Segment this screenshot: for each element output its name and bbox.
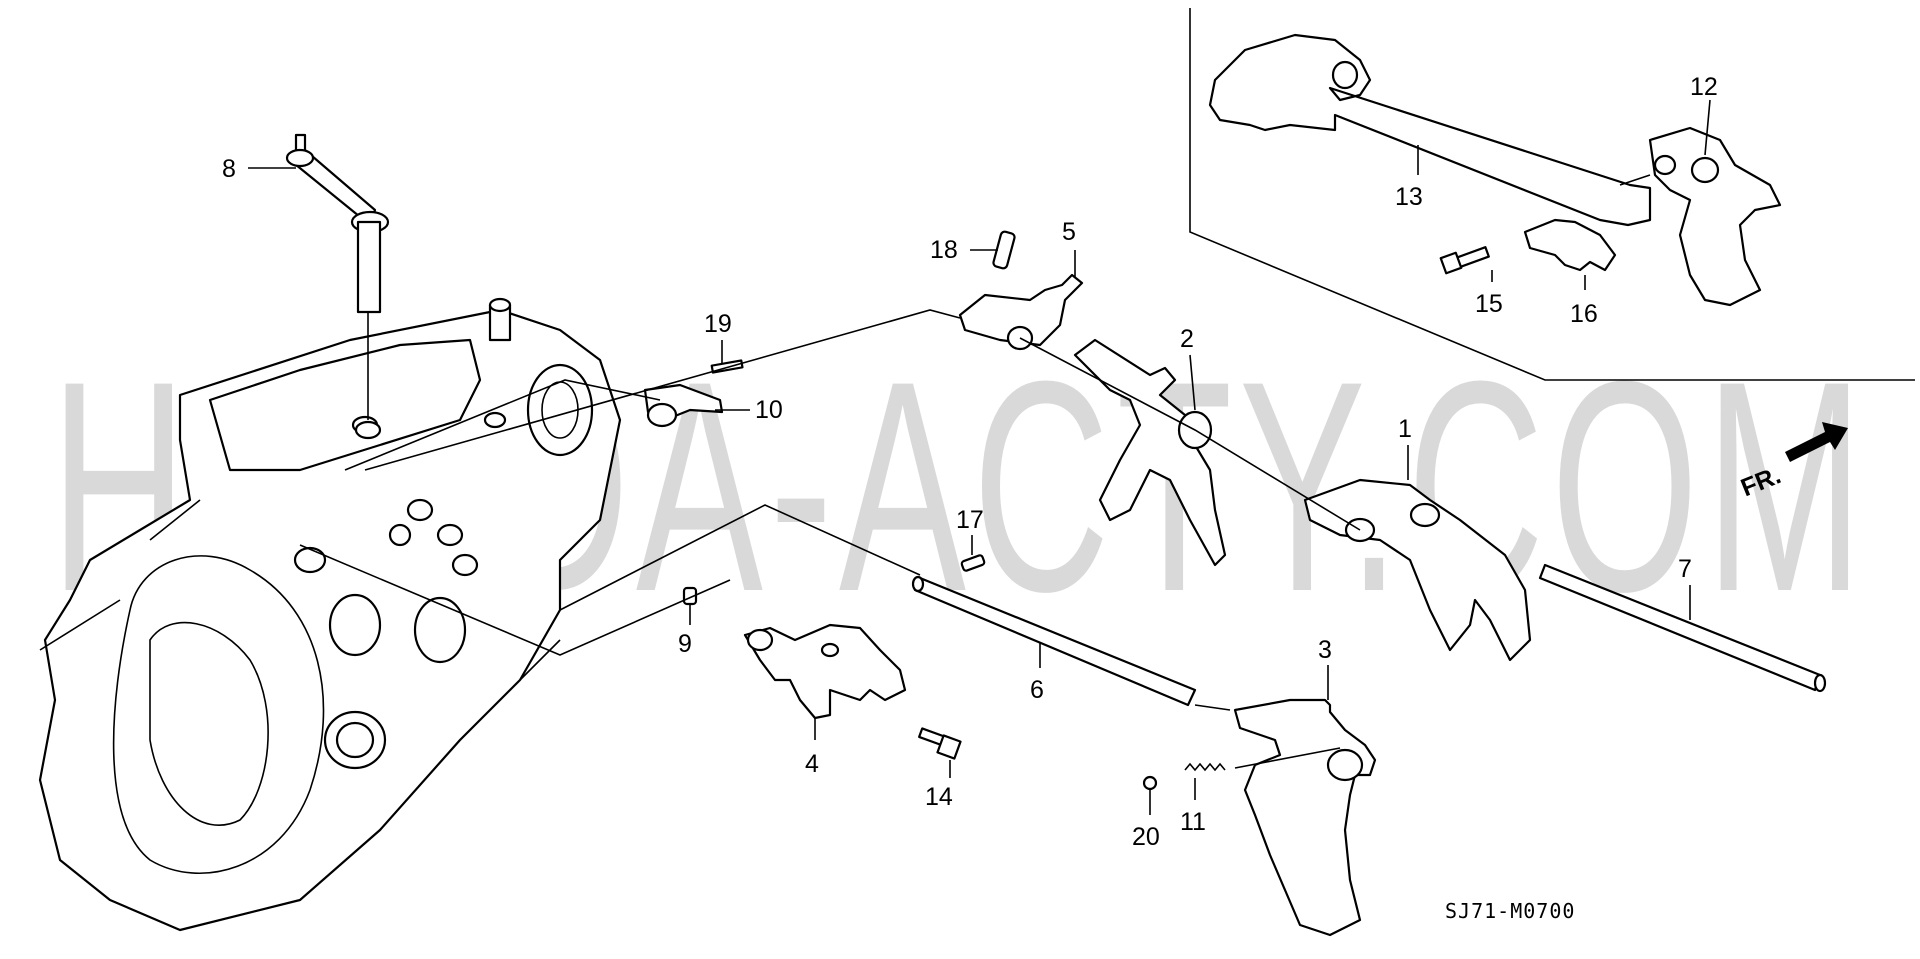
part-6-shift-shaft[interactable] — [911, 575, 1197, 707]
callout-14: 14 — [925, 760, 953, 811]
svg-text:3: 3 — [1318, 636, 1332, 664]
callout-8: 8 — [222, 155, 296, 183]
callout-2: 2 — [1180, 325, 1196, 411]
part-7-shift-shaft[interactable] — [1538, 563, 1827, 693]
callout-10: 10 — [715, 396, 783, 424]
callout-5: 5 — [1062, 218, 1076, 278]
part-20-ball[interactable] — [1142, 775, 1158, 791]
callout-13: 13 — [1395, 145, 1423, 211]
svg-text:19: 19 — [704, 310, 732, 338]
svg-text:11: 11 — [1180, 808, 1206, 836]
svg-text:16: 16 — [1570, 300, 1598, 328]
callout-6: 6 — [1030, 642, 1044, 704]
svg-text:9: 9 — [678, 630, 692, 658]
svg-text:17: 17 — [956, 506, 984, 534]
drawing-code: SJ71-M0700 — [1445, 899, 1575, 923]
svg-text:6: 6 — [1030, 676, 1044, 704]
part-16-bracket[interactable] — [1523, 218, 1617, 272]
callout-12: 12 — [1690, 73, 1718, 156]
callout-19: 19 — [704, 310, 732, 363]
callout-3: 3 — [1318, 636, 1332, 700]
svg-text:10: 10 — [755, 396, 783, 424]
svg-text:12: 12 — [1690, 73, 1718, 101]
part-18-spring-pin[interactable] — [992, 230, 1016, 270]
part-4-bracket[interactable] — [743, 623, 907, 720]
callout-17: 17 — [956, 506, 984, 555]
svg-text:8: 8 — [222, 155, 236, 183]
part-14-bolt[interactable] — [918, 727, 962, 760]
part-3-shift-fork[interactable] — [1233, 698, 1377, 937]
transmission-case[interactable] — [38, 297, 622, 932]
part-12-shift-fork[interactable] — [1648, 126, 1782, 307]
svg-text:15: 15 — [1475, 290, 1503, 318]
callout-18: 18 — [930, 236, 998, 264]
inset-border — [1189, 8, 1915, 381]
leader-line — [559, 504, 921, 611]
part-2-shift-fork[interactable] — [1073, 338, 1227, 567]
svg-text:4: 4 — [805, 750, 819, 778]
svg-text:1: 1 — [1398, 415, 1412, 443]
svg-text:13: 13 — [1395, 183, 1423, 211]
callout-4: 4 — [805, 718, 819, 778]
svg-text:7: 7 — [1678, 555, 1692, 583]
callout-16: 16 — [1570, 275, 1598, 328]
svg-text:2: 2 — [1180, 325, 1194, 353]
part-1-shift-fork[interactable] — [1303, 478, 1532, 662]
svg-text:18: 18 — [930, 236, 958, 264]
part-13-shift-rail[interactable] — [1208, 33, 1652, 227]
callout-1: 1 — [1398, 415, 1412, 480]
callout-9: 9 — [678, 604, 692, 658]
part-17-spring-pin[interactable] — [960, 554, 986, 572]
leader-line — [1194, 704, 1231, 711]
leader-line — [1619, 174, 1651, 186]
leader-line — [344, 379, 661, 471]
leader-line — [1019, 337, 1361, 531]
leader-line — [299, 544, 731, 656]
svg-text:20: 20 — [1132, 823, 1160, 851]
part-10-interlock[interactable] — [643, 359, 744, 428]
part-11-spring[interactable] — [1184, 762, 1226, 772]
part-8-shift-lever[interactable] — [285, 133, 390, 440]
leader-line — [1234, 747, 1341, 769]
callout-20: 20 — [1132, 790, 1160, 851]
callout-11: 11 — [1180, 778, 1206, 836]
svg-text:5: 5 — [1062, 218, 1076, 246]
callout-7: 7 — [1678, 555, 1692, 620]
callout-15: 15 — [1475, 270, 1503, 318]
leader-line — [364, 309, 961, 471]
part-15-bolt[interactable] — [1439, 246, 1490, 275]
svg-text:14: 14 — [925, 783, 953, 811]
